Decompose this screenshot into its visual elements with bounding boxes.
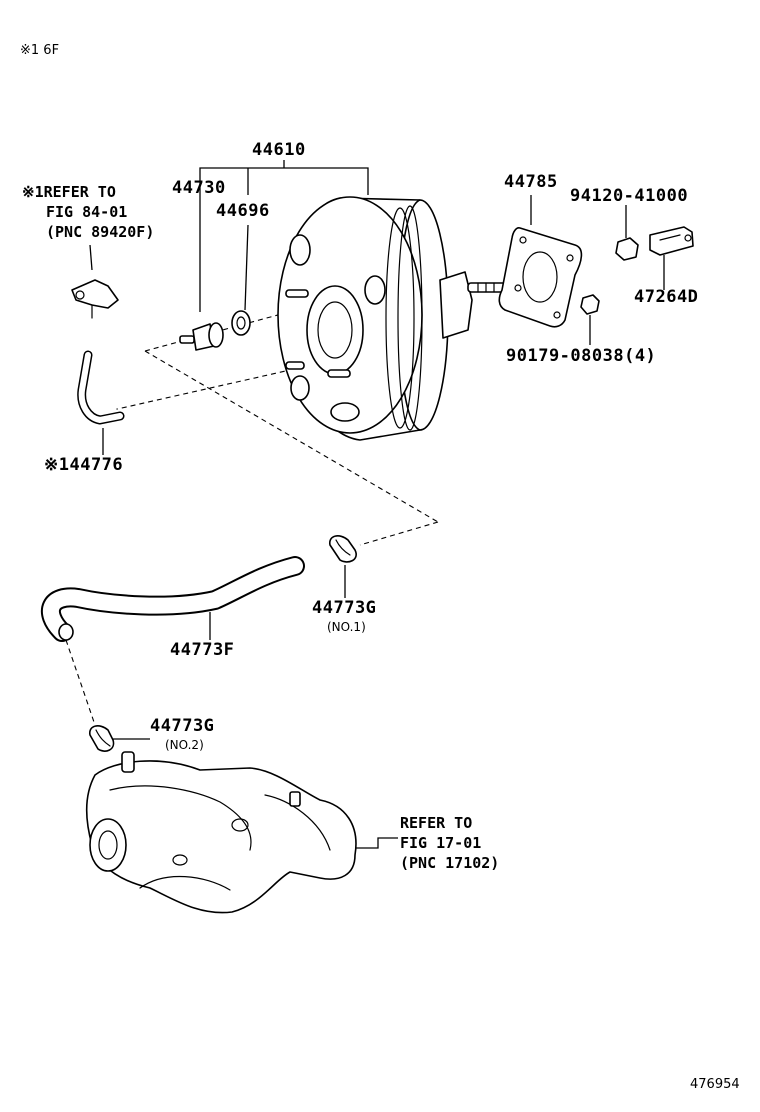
vacuum-switch-and-hose [71, 279, 125, 425]
part-label-nut[interactable]: 90179-08038(4) [506, 346, 657, 366]
part-sub-clamp-no1: (NO.1) [327, 620, 366, 634]
part-label-clevis-nut[interactable]: 94120-41000 [570, 186, 689, 206]
nut-and-clevis [580, 226, 694, 315]
part-label-booster-assy[interactable]: 44610 [252, 140, 306, 160]
gasket-part [498, 227, 583, 328]
ref-fig17-line3[interactable]: (PNC 17102) [400, 854, 500, 872]
header-note: ※1 6F [20, 43, 60, 58]
part-label-clamp-no1[interactable]: 44773G [312, 598, 377, 618]
footer-id: 476954 [690, 1077, 740, 1092]
ref-fig84-line3[interactable]: (PNC 89420F) [46, 223, 155, 241]
intake-manifold [85, 751, 357, 914]
part-label-check-valve[interactable]: 44730 [172, 178, 226, 198]
part-label-clevis[interactable]: 47264D [634, 287, 699, 307]
ref-fig17-line1[interactable]: REFER TO [400, 814, 473, 832]
hose-clamps [89, 535, 357, 752]
large-vacuum-hose [41, 556, 305, 642]
part-label-vacuum-hose-1[interactable]: ※144776 [44, 455, 124, 475]
check-valve-and-grommet [179, 310, 251, 351]
part-label-grommet[interactable]: 44696 [216, 201, 270, 221]
part-sub-clamp-no2: (NO.2) [165, 738, 204, 752]
part-label-clamp-no2[interactable]: 44773G [150, 716, 215, 736]
brake-booster [277, 196, 507, 441]
ref-fig84-line1[interactable]: ※1REFER TO [22, 183, 116, 201]
ref-fig17-line2[interactable]: FIG 17-01 [400, 834, 482, 852]
part-label-vacuum-hose-2[interactable]: 44773F [170, 640, 235, 660]
ref-fig84-line2[interactable]: FIG 84-01 [46, 203, 128, 221]
leader-lines [89, 160, 665, 849]
part-label-gasket[interactable]: 44785 [504, 172, 558, 192]
